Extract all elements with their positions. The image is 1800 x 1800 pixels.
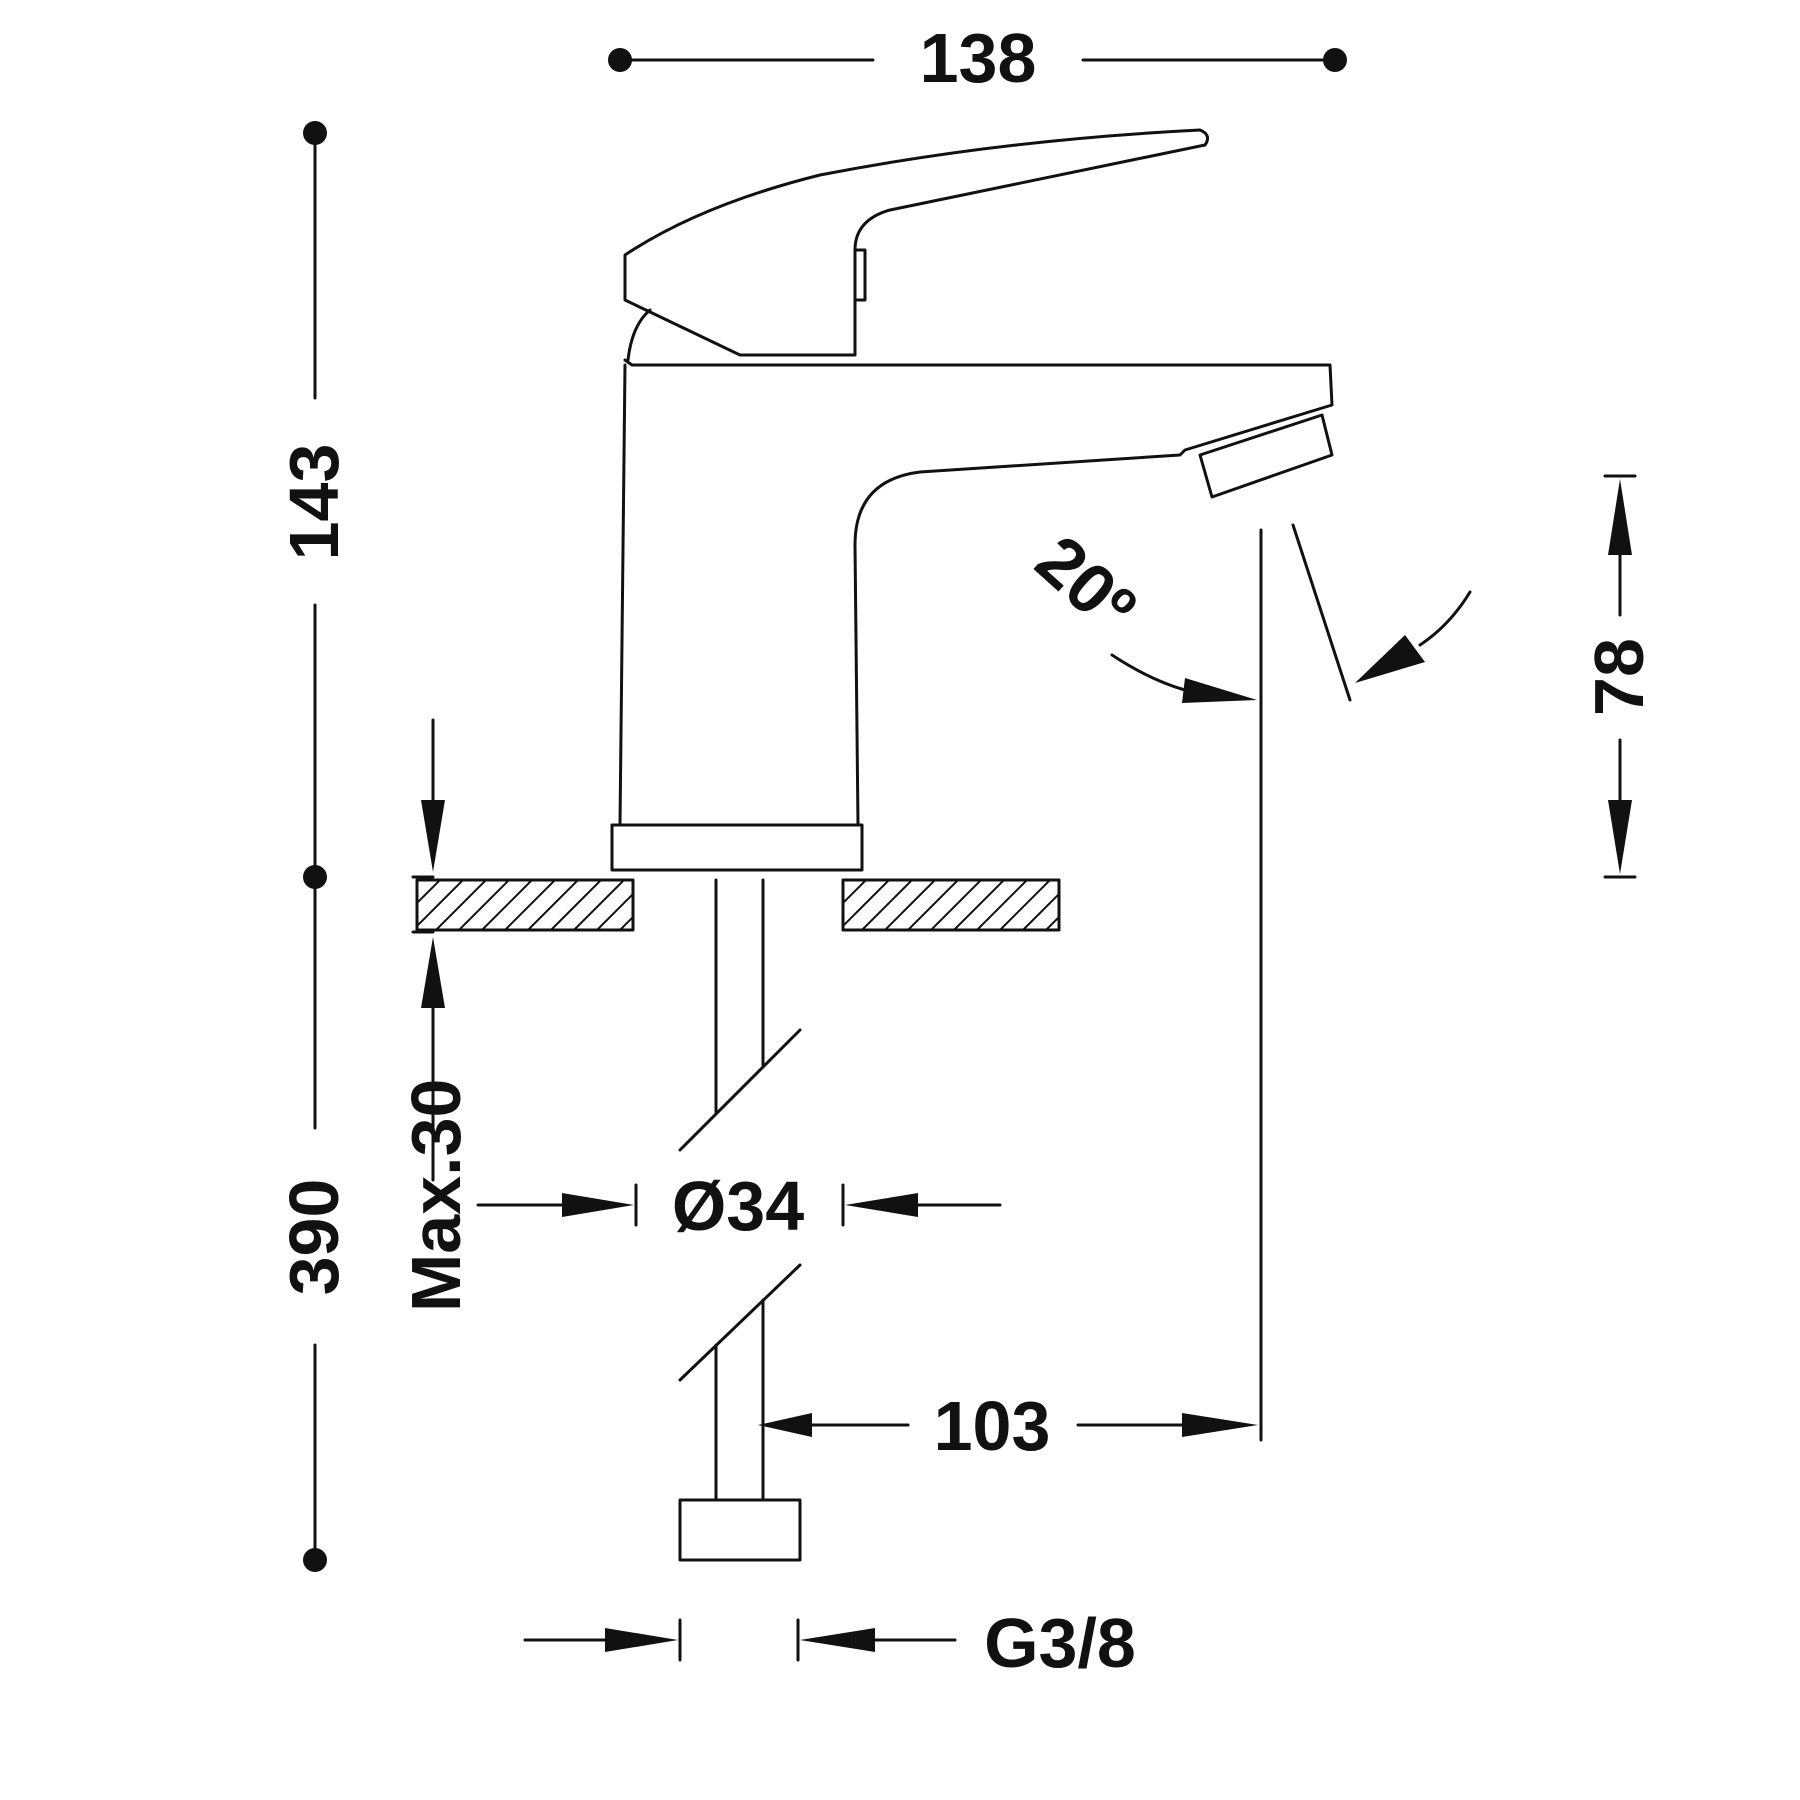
break-line-bottom	[678, 1263, 802, 1382]
deck-left	[415, 878, 635, 932]
label-spout-angle: 20º	[1022, 521, 1151, 648]
label-overall-width: 138	[920, 19, 1037, 97]
dim-connection-thread: G3/8	[523, 1604, 1136, 1682]
cartridge-dome	[626, 308, 652, 362]
dim-overall-width: 138	[608, 19, 1347, 97]
mounting-deck	[415, 878, 1061, 932]
deck-left-hatch	[417, 880, 633, 930]
lever-handle	[623, 128, 1210, 357]
angle-ray	[1291, 523, 1352, 702]
break-line-top	[678, 1028, 802, 1152]
label-connection-thread: G3/8	[984, 1604, 1136, 1682]
dim-spout-angle: 20º	[1022, 521, 1472, 703]
dim-spout-reach: 103	[758, 528, 1263, 1465]
dim-max-deck-thickness: Max.30	[397, 718, 475, 1312]
deck-right	[841, 878, 1061, 932]
shank	[678, 878, 802, 1562]
faucet-body	[610, 128, 1334, 872]
aerator	[1198, 413, 1334, 499]
base-ring	[610, 823, 864, 872]
label-max-deck-thickness: Max.30	[397, 1079, 475, 1312]
label-body-height: 143	[275, 444, 353, 561]
dim-spout-clearance: 78	[1580, 474, 1658, 879]
dim-shank-diameter: Ø34	[476, 1167, 1002, 1245]
label-spout-clearance: 78	[1580, 638, 1658, 716]
body-outline	[618, 358, 1334, 827]
label-shank-diameter: Ø34	[672, 1167, 804, 1245]
dim-left-vertical: 143 390	[275, 121, 353, 1572]
lever-handle-side	[853, 248, 867, 302]
label-spout-reach: 103	[934, 1387, 1051, 1465]
label-total-height: 390	[275, 1179, 353, 1296]
deck-right-hatch	[843, 880, 1059, 930]
connector-nut	[678, 1498, 802, 1562]
